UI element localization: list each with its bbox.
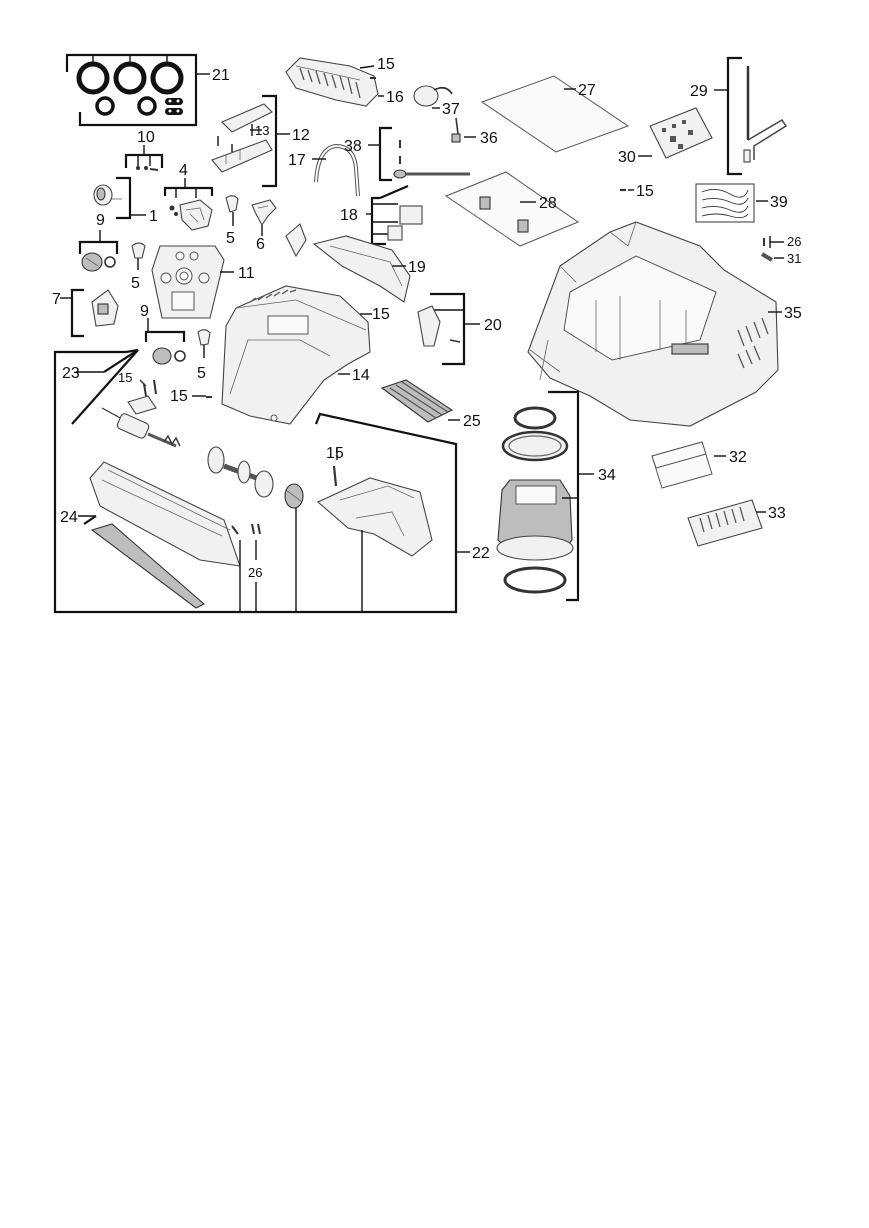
part-36-sensor: 36 <box>451 117 498 147</box>
label-9-lower: 9 <box>140 303 149 320</box>
label-15-group: 15 <box>118 370 132 385</box>
part-22-roller-parts <box>207 446 304 509</box>
label-11: 11 <box>238 265 255 282</box>
label-22: 22 <box>472 545 490 562</box>
label-27: 27 <box>578 82 596 99</box>
brush-head-group: 22 23 <box>53 348 490 614</box>
label-19: 19 <box>408 259 426 276</box>
part-26-31-fasteners: 26 31 <box>760 234 801 266</box>
label-7: 7 <box>52 291 61 308</box>
part-34-motor-assembly: 34 <box>496 390 616 602</box>
label-13: 13 <box>255 123 269 138</box>
label-14: 14 <box>352 367 370 384</box>
label-6: 6 <box>256 236 265 253</box>
label-9-upper: 9 <box>96 212 105 229</box>
part-5-clip-left: 5 <box>131 242 146 292</box>
part-37-pump: 37 <box>413 85 460 118</box>
part-4-valve-assembly: 4 <box>163 162 214 231</box>
part-5-clip-top: 5 <box>225 195 239 247</box>
label-18: 18 <box>340 207 358 224</box>
part-1-knob: 1 <box>93 176 158 225</box>
part-19-housing-cover: 19 <box>312 235 426 303</box>
part-21-seal-rings: 21 <box>65 53 230 127</box>
label-16: 16 <box>386 89 404 106</box>
part-6-bracket-clip: 6 <box>251 199 277 253</box>
part-12-handle-assembly: 13 12 <box>211 94 310 188</box>
label-30: 30 <box>618 149 636 166</box>
part-26-group-pins: 26 <box>231 508 363 612</box>
label-5-lower: 5 <box>197 365 206 382</box>
part-30-circuit-board: 30 <box>618 107 713 166</box>
label-34: 34 <box>598 467 616 484</box>
label-17: 17 <box>288 152 306 169</box>
part-15-screw-mid: 15 <box>285 183 654 258</box>
label-29: 29 <box>690 83 708 100</box>
label-26-right: 26 <box>787 234 801 249</box>
part-22-nozzle-housing <box>316 477 433 557</box>
part-38-spray-rail: 38 <box>344 126 470 182</box>
part-18-switch-housing: 18 <box>340 184 423 246</box>
part-9-knob-lower: 9 <box>140 303 186 365</box>
label-10: 10 <box>137 129 155 146</box>
label-15-lower: 15 <box>326 445 344 462</box>
label-25: 25 <box>463 413 481 430</box>
label-21: 21 <box>212 67 230 84</box>
part-9-knob-upper: 9 <box>78 212 119 272</box>
part-25-filter: 25 <box>380 379 481 430</box>
part-16-top-cover: 16 <box>285 57 404 107</box>
part-23-brush-drive <box>101 407 181 448</box>
part-39-cable-tie-set: 39 <box>695 183 788 223</box>
label-24: 24 <box>60 509 78 526</box>
part-20-latch: 20 <box>417 292 502 366</box>
label-33: 33 <box>768 505 786 522</box>
part-5-clip-lower: 5 <box>197 329 211 382</box>
label-15-housing: 15 <box>372 306 390 323</box>
part-15-group-screw: 15 <box>118 370 157 415</box>
label-5-top: 5 <box>226 230 235 247</box>
label-35: 35 <box>784 305 802 322</box>
label-31: 31 <box>787 251 801 266</box>
part-15-lower-screw: 15 <box>326 445 344 487</box>
part-29-probe: 29 <box>690 56 788 176</box>
part-15-screw-top: 15 <box>359 56 395 79</box>
label-28: 28 <box>539 195 557 212</box>
label-1: 1 <box>149 208 158 225</box>
part-11-control-panel: 11 <box>151 245 255 319</box>
part-17-hose-bracket: 17 <box>288 143 360 197</box>
label-32: 32 <box>729 449 747 466</box>
label-37: 37 <box>442 101 460 118</box>
part-10-small-screws: 10 <box>124 129 164 171</box>
part-28-connectors: 28 <box>444 171 580 247</box>
label-26-group: 26 <box>248 565 262 580</box>
label-39: 39 <box>770 194 788 211</box>
label-36: 36 <box>480 130 498 147</box>
part-27-sponge-pad: 27 <box>480 75 630 153</box>
label-5-left: 5 <box>131 275 140 292</box>
label-15-housing-left: 15 <box>170 388 188 405</box>
part-14-main-housing: 14 15 15 <box>170 285 390 425</box>
label-15-right: 15 <box>636 183 654 200</box>
label-20: 20 <box>484 317 502 334</box>
label-38: 38 <box>344 138 362 155</box>
part-33-vent-grille: 33 <box>687 499 786 547</box>
part-32-foam-block: 32 <box>651 441 747 489</box>
part-24-brush-plate: 24 <box>60 461 241 609</box>
part-7-nozzle-socket: 7 <box>52 288 119 338</box>
label-4: 4 <box>179 162 188 179</box>
label-23: 23 <box>62 365 80 382</box>
label-12: 12 <box>292 127 310 144</box>
part-35-base-chassis: 35 <box>527 221 802 427</box>
label-15-top: 15 <box>377 56 395 73</box>
